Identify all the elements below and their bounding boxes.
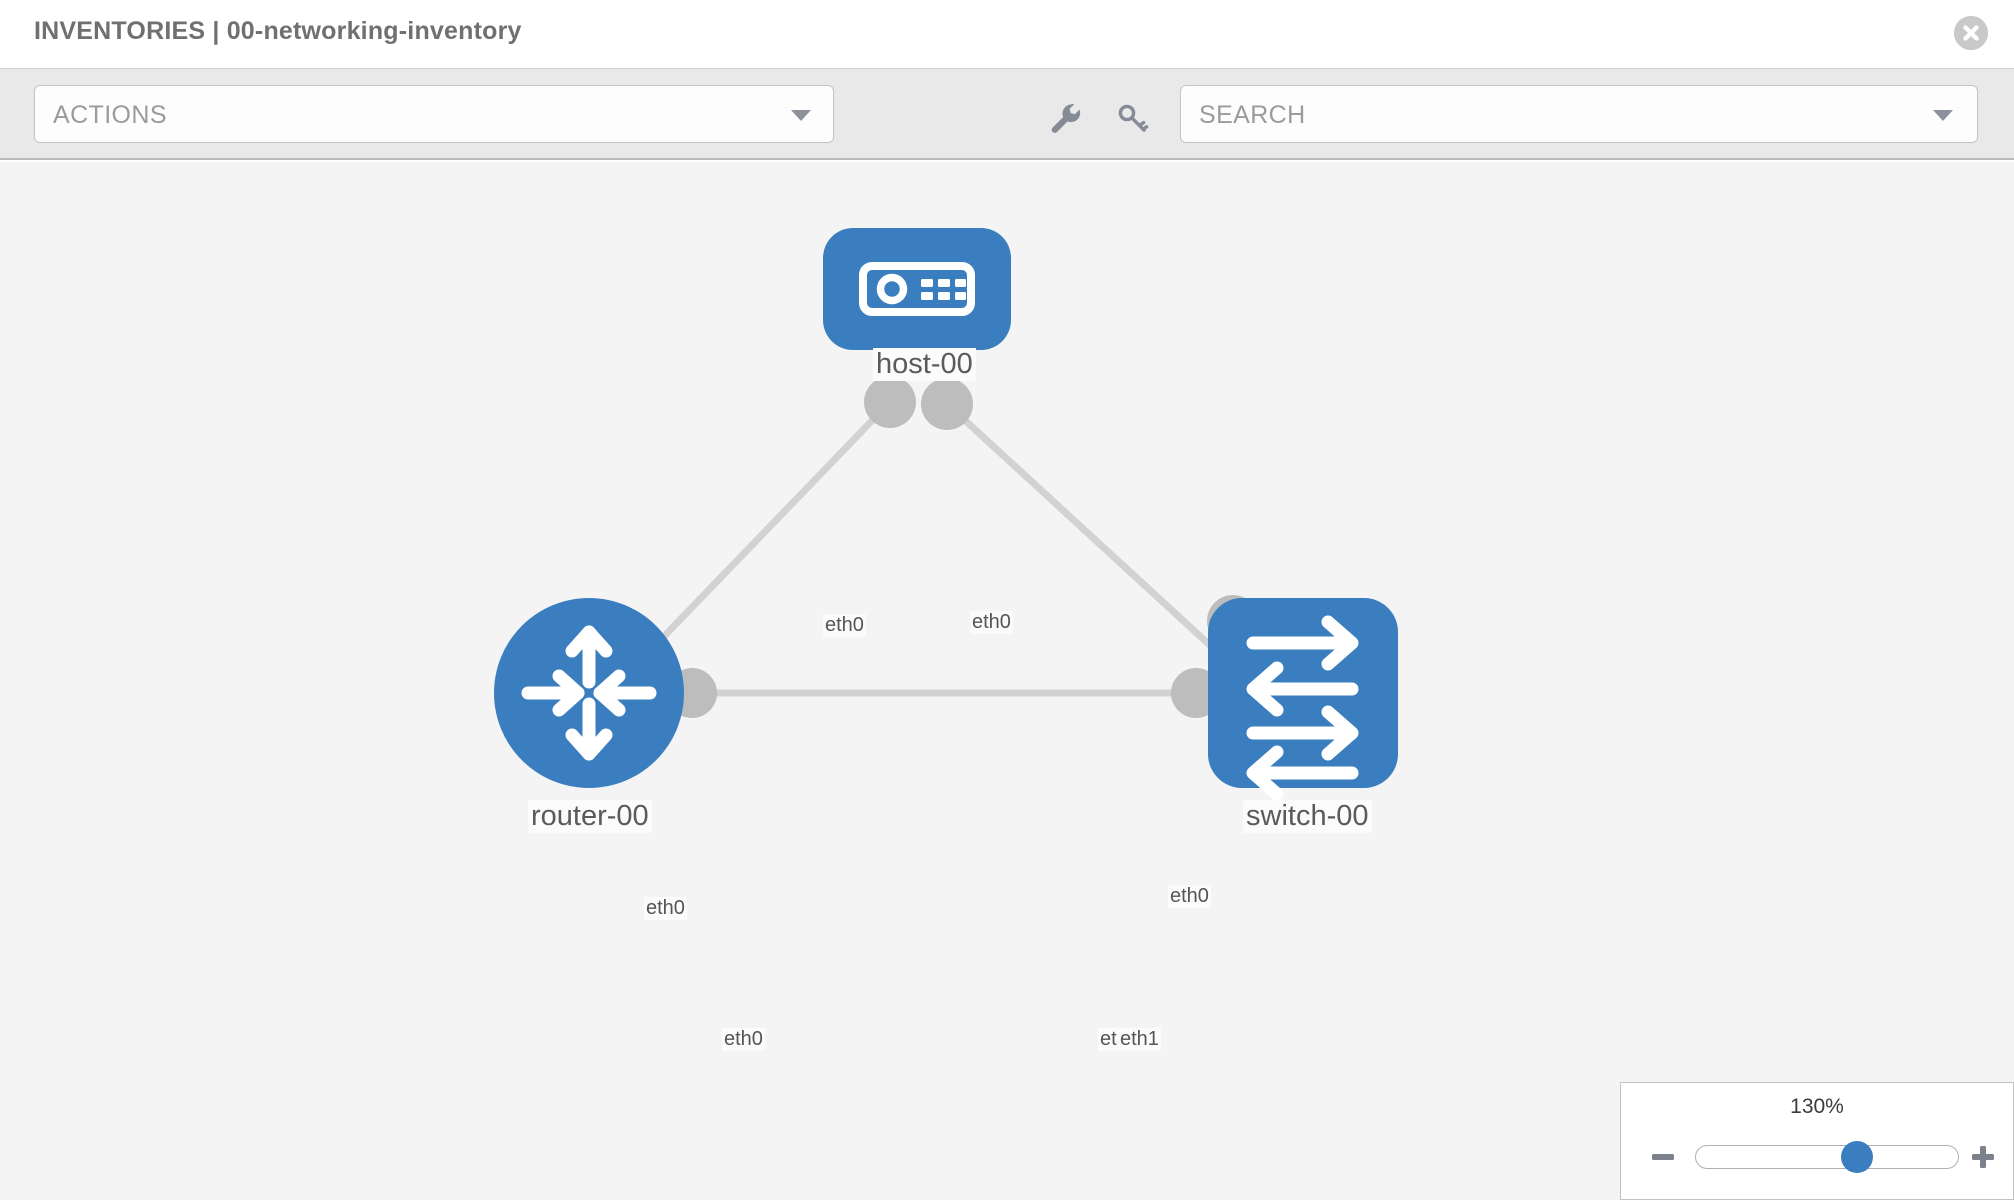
node-host-00[interactable] bbox=[823, 228, 1011, 350]
wrench-icon[interactable] bbox=[1048, 101, 1082, 135]
topology-links bbox=[617, 399, 1253, 697]
zoom-control-panel: 130% bbox=[1620, 1082, 2014, 1200]
zoom-level-value: 130% bbox=[1790, 1095, 1844, 1118]
search-input[interactable]: SEARCH bbox=[1180, 85, 1978, 143]
zoom-out-button[interactable] bbox=[1649, 1143, 1677, 1171]
page-title: INVENTORIES | 00-networking-inventory bbox=[34, 17, 522, 45]
search-placeholder: SEARCH bbox=[1199, 101, 1306, 129]
switch-arrows-icon bbox=[1246, 615, 1359, 801]
key-icon[interactable] bbox=[1115, 101, 1149, 135]
topology-canvas[interactable]: host-00 router-00 switch-00 eth0 eth0 et… bbox=[0, 162, 2014, 1200]
link-host-router bbox=[617, 399, 893, 685]
actions-dropdown[interactable]: ACTIONS bbox=[34, 85, 834, 143]
close-icon[interactable] bbox=[1954, 16, 1988, 50]
node-label-host-00: host-00 bbox=[873, 348, 976, 382]
edge-label-router-switch-target: eth1 bbox=[1118, 1028, 1161, 1051]
node-switch-00[interactable] bbox=[1208, 598, 1398, 801]
topology-connectors bbox=[667, 376, 1259, 718]
edge-label-host-router-target: eth0 bbox=[644, 897, 687, 920]
toolbar: ACTIONS SEARCH bbox=[0, 68, 2014, 160]
edge-label-host-switch-source: eth0 bbox=[970, 611, 1013, 634]
edge-label-host-router-source: eth0 bbox=[823, 614, 866, 637]
actions-dropdown-label: ACTIONS bbox=[53, 101, 167, 129]
connector-host-left bbox=[864, 376, 916, 428]
zoom-in-button[interactable] bbox=[1969, 1143, 1997, 1171]
edge-label-host-switch-target: eth0 bbox=[1168, 885, 1211, 908]
node-label-router-00: router-00 bbox=[528, 800, 652, 834]
edge-label-router-switch-source: eth0 bbox=[722, 1028, 765, 1051]
chevron-down-icon[interactable] bbox=[1933, 110, 1953, 121]
page-header: INVENTORIES | 00-networking-inventory bbox=[0, 0, 2014, 68]
node-label-switch-00: switch-00 bbox=[1243, 800, 1372, 834]
zoom-slider-thumb[interactable] bbox=[1841, 1141, 1873, 1173]
node-router-00[interactable] bbox=[494, 598, 684, 788]
connector-host-right bbox=[921, 378, 973, 430]
zoom-slider[interactable] bbox=[1695, 1141, 1959, 1173]
link-host-switch bbox=[942, 399, 1253, 685]
router-arrows-icon bbox=[521, 625, 657, 761]
topology-graph bbox=[494, 228, 1398, 801]
chevron-down-icon bbox=[791, 110, 811, 121]
server-icon bbox=[859, 262, 975, 316]
